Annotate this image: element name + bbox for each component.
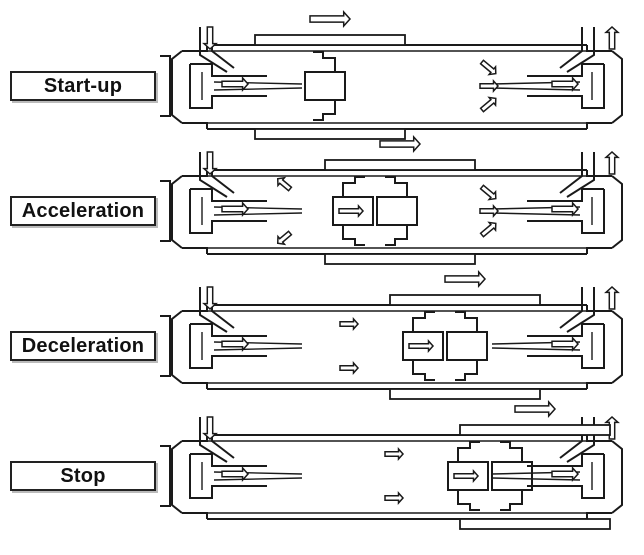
arrow-up-icon <box>604 25 620 50</box>
left-port-channel <box>199 27 228 73</box>
arrow-right-icon <box>479 184 497 201</box>
stage-label-stop: Stop <box>10 461 156 491</box>
carriage-plate-top <box>459 424 611 436</box>
arrow-right-icon <box>221 466 250 482</box>
left-end-cap <box>171 175 183 249</box>
right-port-channel <box>566 417 595 463</box>
panel-acceleration <box>160 135 623 265</box>
arrow-right-icon <box>479 79 500 93</box>
arrow-right-icon <box>309 10 352 28</box>
panel-deceleration <box>160 270 623 400</box>
right-port-channel <box>566 152 595 198</box>
arrow-right-icon <box>276 230 293 246</box>
left-nozzle-housing <box>190 323 267 337</box>
carriage-plate-bottom <box>324 253 476 265</box>
arrow-right-icon <box>221 76 250 92</box>
piston-left <box>402 331 444 361</box>
arrow-right-icon <box>384 447 405 461</box>
piston-right <box>491 461 533 491</box>
arrow-right-icon <box>551 466 580 482</box>
arrow-right-icon <box>384 491 405 505</box>
arrow-right-icon <box>276 176 293 192</box>
arrow-right-icon <box>339 361 360 375</box>
arrow-right-icon <box>338 204 365 218</box>
arrow-down-icon <box>202 286 218 311</box>
right-port-channel <box>566 27 595 73</box>
arrow-right-icon <box>479 204 500 218</box>
arrow-right-icon <box>551 336 580 352</box>
carriage-plate-bottom <box>459 518 611 530</box>
arrow-right-icon <box>453 469 480 483</box>
carriage-plate-top <box>254 34 406 46</box>
arrow-right-icon <box>339 317 360 331</box>
right-nozzle-housing <box>527 63 604 77</box>
piston-right <box>376 196 418 226</box>
left-port-channel <box>199 417 228 463</box>
arrow-right-icon <box>551 76 580 92</box>
arrow-up-icon <box>604 285 620 310</box>
left-end-cap <box>171 50 183 124</box>
arrow-right-icon <box>514 400 557 418</box>
piston-left <box>447 461 489 491</box>
right-nozzle-housing <box>527 188 604 202</box>
stage-label-deceleration: Deceleration <box>10 331 156 361</box>
right-port-channel <box>566 287 595 333</box>
arrow-right-icon <box>379 135 422 153</box>
left-nozzle-housing <box>190 188 267 202</box>
arrow-up-icon <box>604 150 620 175</box>
arrow-right-icon <box>408 339 435 353</box>
left-port-channel <box>199 287 228 333</box>
panel-stop <box>160 400 623 530</box>
arrow-right-icon <box>479 96 497 113</box>
arrow-right-icon <box>479 221 497 238</box>
arrow-right-icon <box>444 270 487 288</box>
panel-startup <box>160 10 623 140</box>
left-port-channel <box>199 152 228 198</box>
arrow-right-icon <box>551 201 580 217</box>
left-mount-bracket <box>160 445 171 507</box>
left-mount-bracket <box>160 55 171 117</box>
carriage-plate-top <box>389 294 541 306</box>
left-end-cap <box>171 310 183 384</box>
arrow-down-icon <box>202 151 218 176</box>
carriage-plate-bottom <box>389 388 541 400</box>
arrow-down-icon <box>202 416 218 441</box>
stage-label-acceleration: Acceleration <box>10 196 156 226</box>
piston-left <box>332 196 374 226</box>
stage-label-startup: Start-up <box>10 71 156 101</box>
piston-right <box>446 331 488 361</box>
left-nozzle-housing <box>190 63 267 77</box>
arrow-right-icon <box>221 336 250 352</box>
left-nozzle-housing <box>190 453 267 467</box>
arrow-down-icon <box>202 26 218 51</box>
left-mount-bracket <box>160 315 171 377</box>
left-end-cap <box>171 440 183 514</box>
left-mount-bracket <box>160 180 171 242</box>
arrow-right-icon <box>479 59 497 76</box>
arrow-right-icon <box>221 201 250 217</box>
arrow-up-icon <box>604 415 620 440</box>
carriage-plate-bottom <box>254 128 406 140</box>
right-end-cap <box>611 175 623 249</box>
right-end-cap <box>611 50 623 124</box>
right-nozzle-housing <box>527 323 604 337</box>
carriage-plate-top <box>324 159 476 171</box>
right-nozzle-housing <box>527 453 604 467</box>
right-end-cap <box>611 310 623 384</box>
right-end-cap <box>611 440 623 514</box>
piston <box>304 71 346 101</box>
